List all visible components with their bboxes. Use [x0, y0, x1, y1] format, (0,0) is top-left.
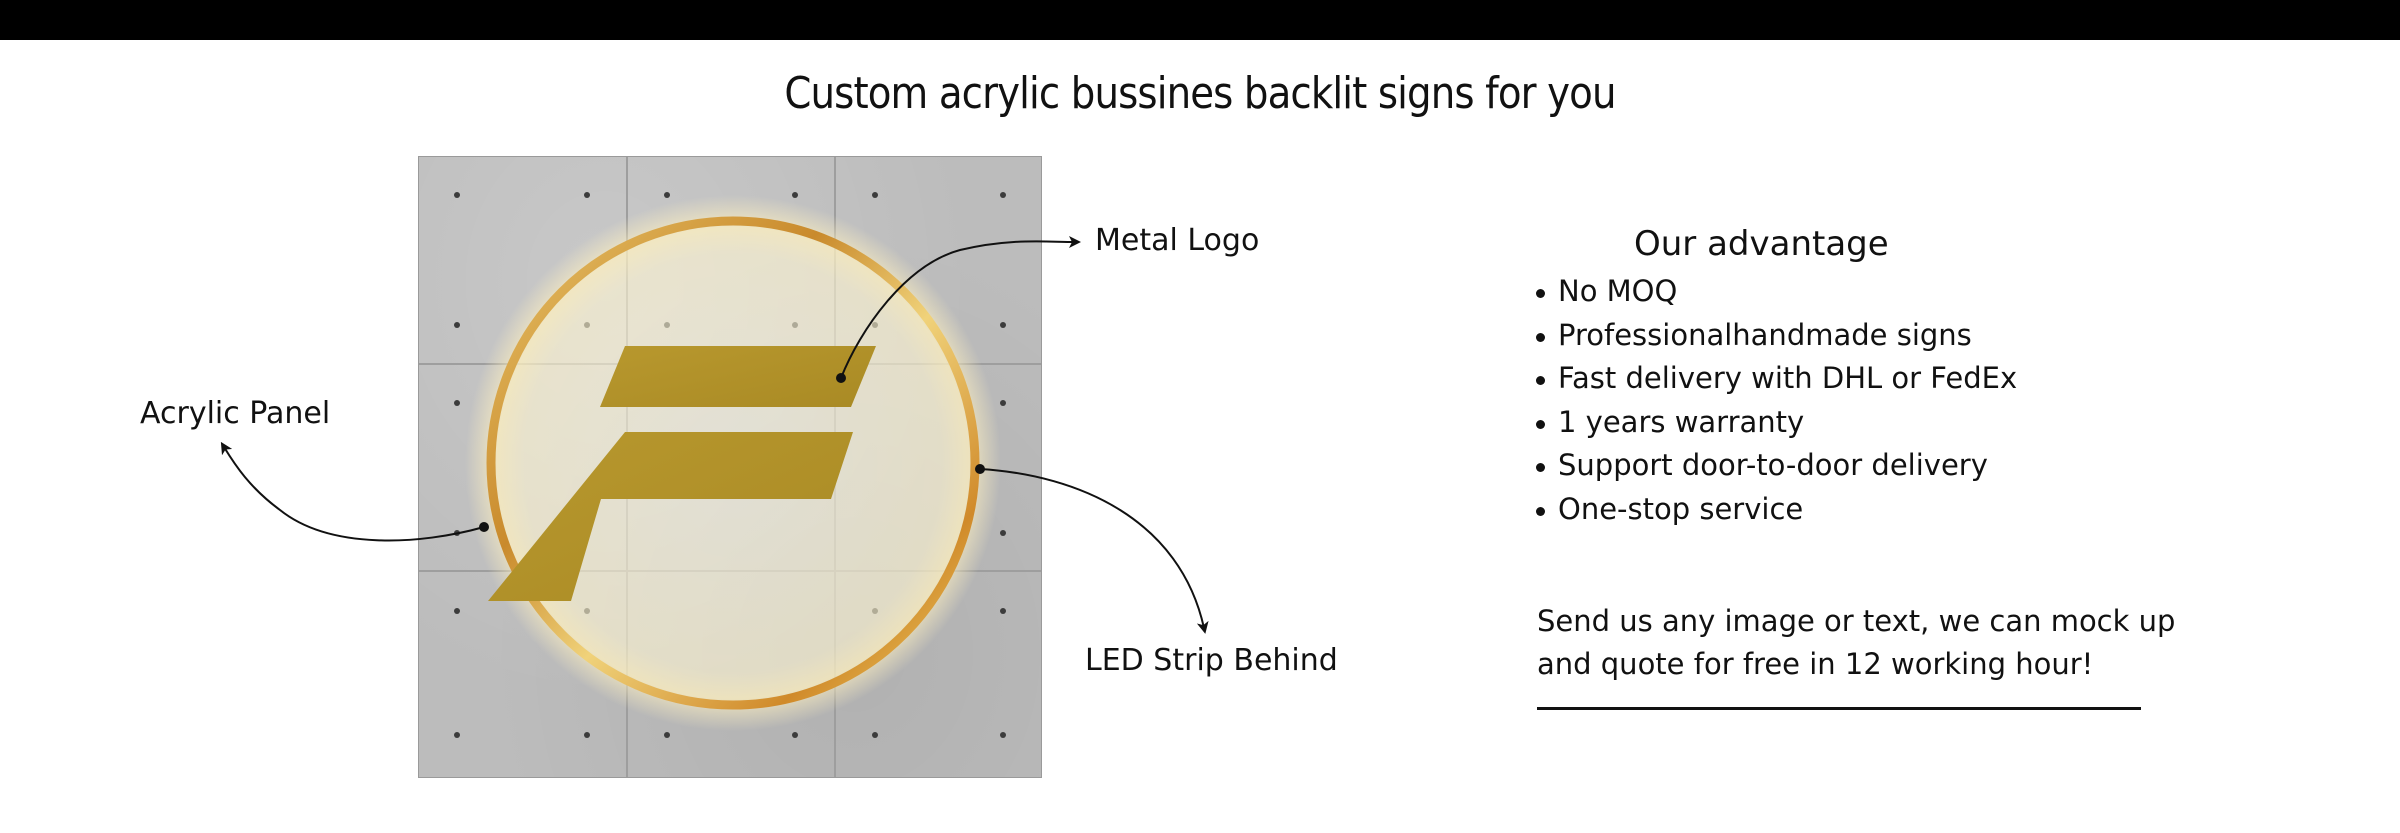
- list-item: One-stop service: [1536, 488, 2017, 532]
- list-item: Professionalhandmade signs: [1536, 314, 2017, 358]
- acrylic-ring: [486, 216, 980, 710]
- led-strip-label: LED Strip Behind: [1085, 643, 1338, 678]
- list-item: Support door-to-door delivery: [1536, 444, 2017, 488]
- metal-logo-icon: [488, 346, 876, 601]
- concrete-wall-illustration: [419, 157, 1041, 777]
- page-title: Custom acrylic bussines backlit signs fo…: [784, 68, 1616, 119]
- list-item: Fast delivery with DHL or FedEx: [1536, 357, 2017, 401]
- sign-product-image: [418, 156, 1042, 778]
- metal-logo-label: Metal Logo: [1095, 223, 1260, 258]
- advantages-list: No MOQ Professionalhandmade signs Fast d…: [1536, 270, 2017, 531]
- top-bar: [0, 0, 2400, 40]
- quote-divider: [1537, 707, 2141, 710]
- acrylic-panel-label: Acrylic Panel: [140, 396, 331, 431]
- advantages-heading: Our advantage: [1634, 224, 1889, 264]
- free-quote-text: Send us any image or text, we can mock u…: [1537, 604, 2176, 681]
- list-item: No MOQ: [1536, 270, 2017, 314]
- list-item: 1 years warranty: [1536, 401, 2017, 445]
